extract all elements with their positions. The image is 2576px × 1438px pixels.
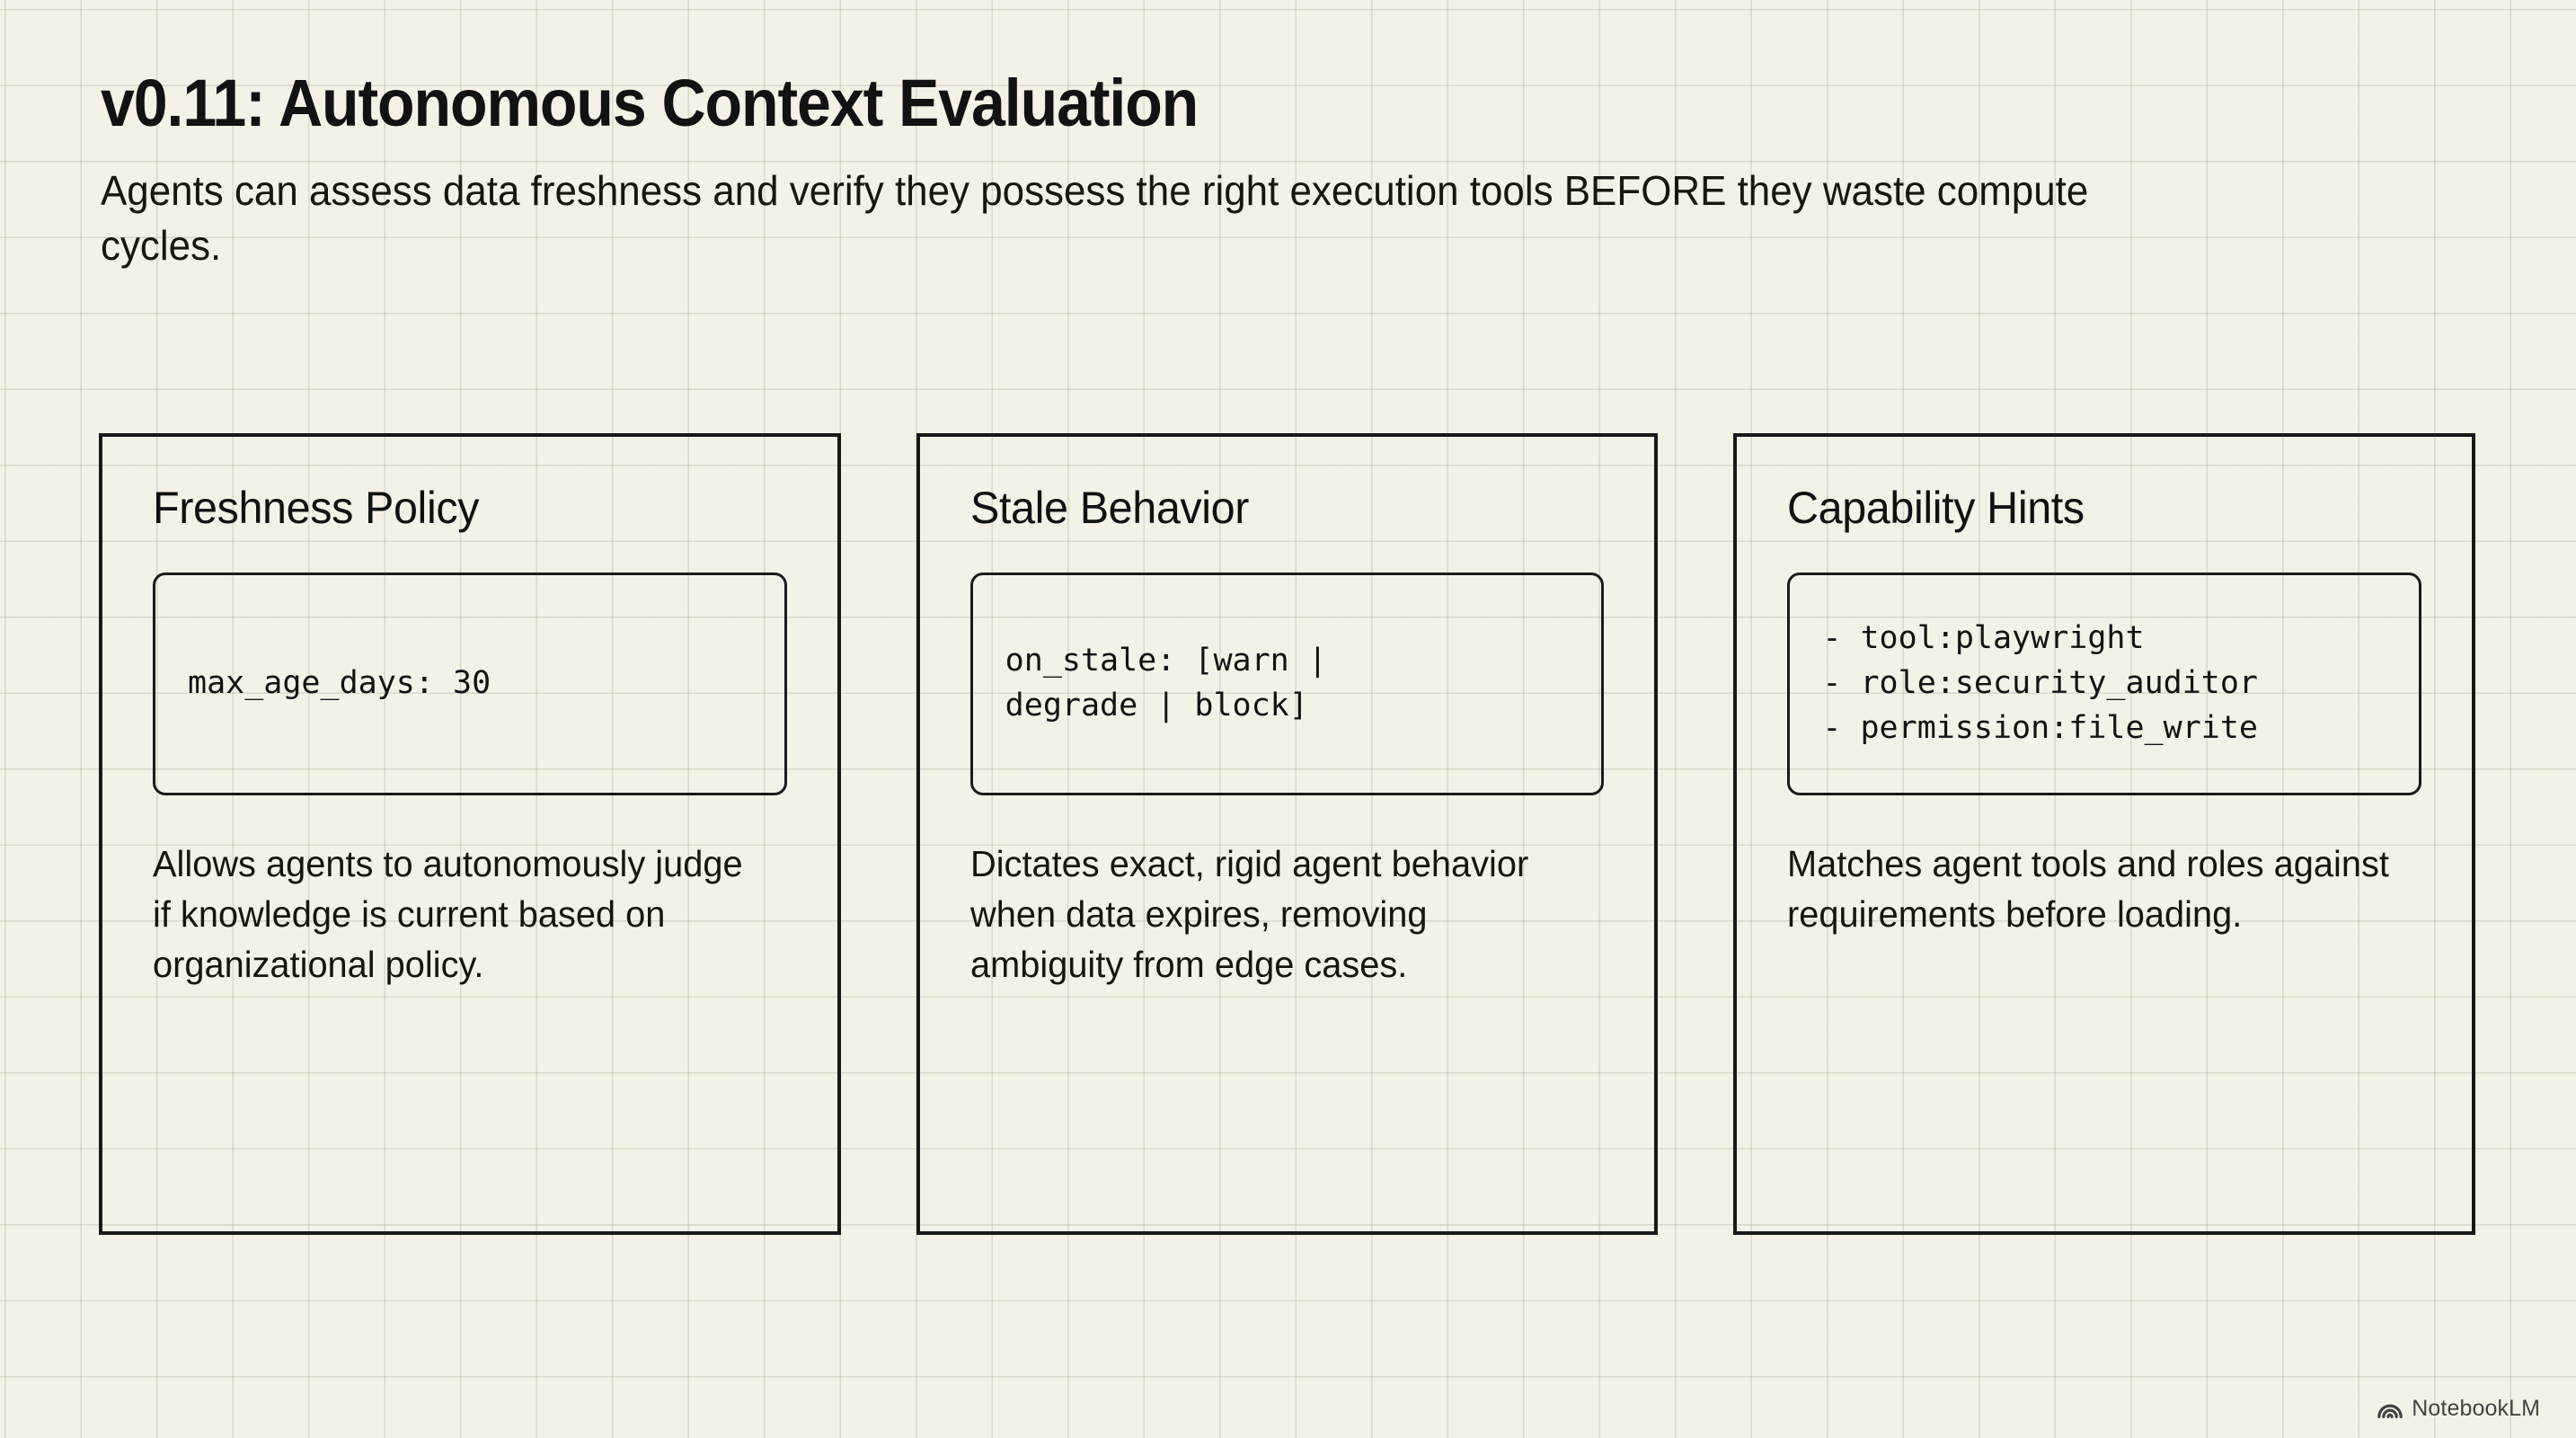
code-snippet-box: on_stale: [warn | degrade | block]: [969, 573, 1605, 795]
card-stale-behavior: Stale Behavior on_stale: [warn | degrade…: [916, 433, 1659, 1235]
notebooklm-spiral-icon: [2377, 1395, 2403, 1422]
code-line: - role:security_auditor: [1822, 665, 2258, 702]
page-subtitle: Agents can assess data freshness and ver…: [101, 167, 2089, 269]
code-line: max_age_days: 30: [188, 665, 491, 702]
code-line: - permission:file_write: [1822, 709, 2258, 746]
code-line: degrade | block]: [1005, 688, 1308, 723]
page-title: v0.11: Autonomous Context Evaluation: [101, 66, 1199, 140]
slide-header: v0.11: Autonomous Context Evaluation Age…: [101, 70, 2302, 272]
card-description: Dictates exact, rigid agent behavior whe…: [969, 843, 1528, 986]
notebooklm-watermark: NotebookLM: [2377, 1395, 2540, 1422]
card-freshness-policy: Freshness Policy max_age_days: 30 Allows…: [99, 433, 841, 1235]
card-title: Capability Hints: [1787, 483, 2085, 533]
card-description: Allows agents to autonomously judge if k…: [153, 843, 743, 986]
code-snippet-box: - tool:playwright - role:security_audito…: [1787, 573, 2422, 795]
card-capability-hints: Capability Hints - tool:playwright - rol…: [1733, 433, 2476, 1235]
card-title: Stale Behavior: [969, 483, 1249, 533]
notebooklm-label: NotebookLM: [2412, 1395, 2540, 1421]
card-title: Freshness Policy: [153, 483, 480, 533]
card-description: Matches agent tools and roles against re…: [1787, 843, 2390, 936]
code-line: on_stale: [warn |: [1005, 643, 1327, 679]
code-line: - tool:playwright: [1822, 620, 2145, 657]
cards-row: Freshness Policy max_age_days: 30 Allows…: [99, 433, 2476, 1235]
code-snippet-box: max_age_days: 30: [153, 573, 787, 795]
